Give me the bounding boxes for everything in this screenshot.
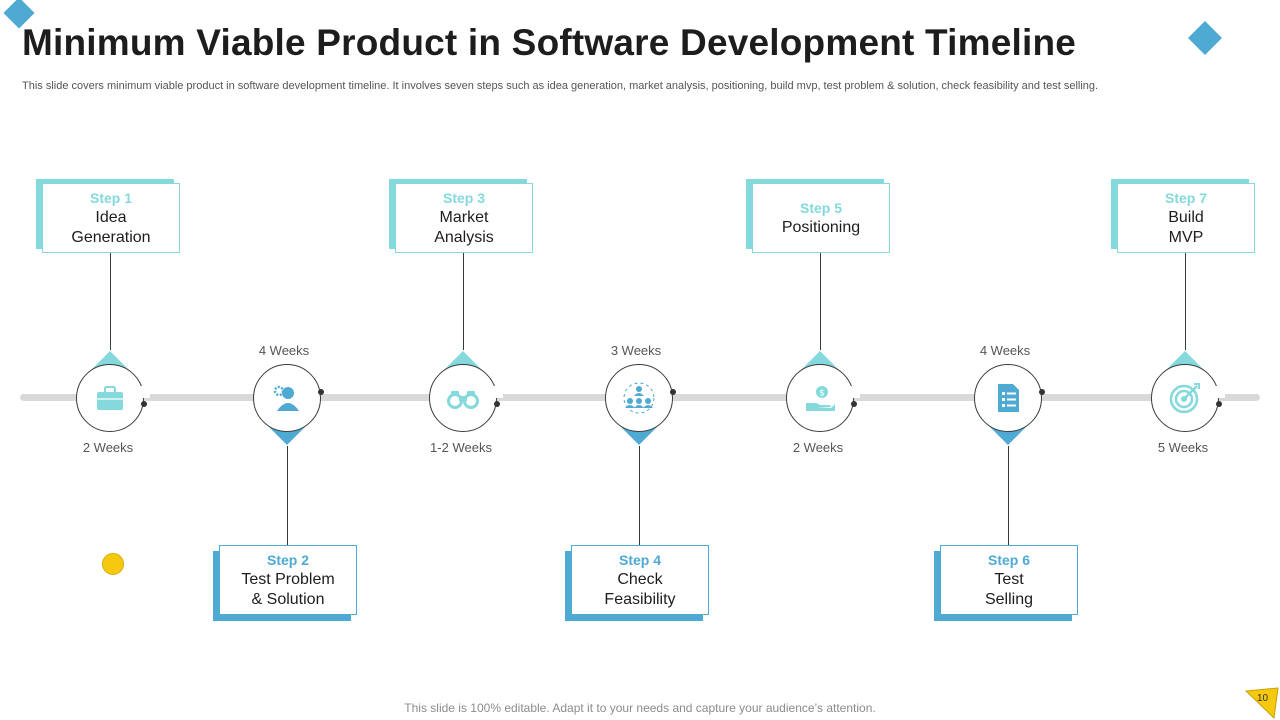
card-face: Step 6 Test Selling (940, 545, 1078, 615)
step-1-connector (110, 252, 111, 350)
page-number: 10 (1257, 693, 1269, 704)
ring-gap (491, 386, 503, 398)
step-6-node (974, 364, 1048, 445)
step-1-label: Step 1 (89, 190, 132, 206)
step-1-duration: 2 Weeks (82, 440, 134, 455)
step-5-label: Step 5 (799, 200, 842, 216)
step-4-name: Check Feasibility (604, 571, 676, 608)
step-7-card: Step 7 Build MVP (1111, 179, 1255, 253)
ring-end-dot (494, 401, 500, 407)
step-6-duration: 4 Weeks (979, 343, 1031, 358)
step-3-name: Market Analysis (434, 209, 494, 246)
target-icon (1168, 381, 1202, 415)
user-gears-icon (270, 381, 304, 415)
step-4-connector (639, 446, 640, 545)
step-2-label: Step 2 (266, 552, 309, 568)
team-network-icon (622, 381, 656, 415)
ring-end-dot (141, 401, 147, 407)
decorative-dot (102, 553, 124, 575)
step-7-name: Build MVP (1168, 209, 1204, 246)
step-1-node (76, 351, 150, 432)
ring-end-dot (318, 389, 324, 395)
step-4-label: Step 4 (618, 552, 661, 568)
step-3-node (429, 351, 503, 432)
step-3-card: Step 3 Market Analysis (389, 179, 533, 253)
step-6-card: Step 6 Test Selling (934, 545, 1078, 621)
card-face: Step 5 Positioning (752, 183, 890, 253)
step-5-name: Positioning (781, 219, 861, 236)
step-7-duration: 5 Weeks (1157, 440, 1209, 455)
card-face: Step 1 Idea Generation (42, 183, 180, 253)
ring-gap (138, 386, 150, 398)
page-number-badge: 10 (1244, 686, 1280, 720)
ring-gap (315, 364, 327, 376)
step-5-ring (786, 364, 854, 432)
step-3-label: Step 3 (442, 190, 485, 206)
slide-subtitle: This slide covers minimum viable product… (22, 80, 1099, 92)
ring-end-dot (851, 401, 857, 407)
step-7-connector (1185, 252, 1186, 350)
step-5-connector (820, 252, 821, 350)
ring-gap (667, 364, 679, 376)
step-2-duration: 4 Weeks (258, 343, 310, 358)
ring-gap (1036, 364, 1048, 376)
ring-end-dot (670, 389, 676, 395)
triangle-badge-icon (1244, 687, 1279, 720)
slide-footer: This slide is 100% editable. Adapt it to… (404, 701, 876, 715)
step-3-duration: 1-2 Weeks (430, 440, 492, 455)
ring-gap (1213, 386, 1225, 398)
step-2-name: Test Problem & Solution (241, 571, 335, 608)
binoculars-icon (446, 381, 480, 415)
card-face: Step 3 Market Analysis (395, 183, 533, 253)
step-1-name: Idea Generation (71, 209, 151, 246)
ring-end-dot (1039, 389, 1045, 395)
step-4-duration: 3 Weeks (610, 343, 662, 358)
step-1-card: Step 1 Idea Generation (36, 179, 180, 253)
card-face: Step 2 Test Problem & Solution (219, 545, 357, 615)
decorative-diamond (1188, 21, 1222, 55)
step-2-card: Step 2 Test Problem & Solution (213, 545, 357, 621)
step-4-card: Step 4 Check Feasibility (565, 545, 709, 621)
card-face: Step 4 Check Feasibility (571, 545, 709, 615)
step-7-node (1151, 351, 1225, 432)
step-3-connector (463, 252, 464, 350)
ring-gap (848, 386, 860, 398)
step-6-name: Test Selling (984, 571, 1034, 608)
ring-end-dot (1216, 401, 1222, 407)
step-2-node (253, 364, 327, 445)
step-6-ring (974, 364, 1042, 432)
step-5-card: Step 5 Positioning (746, 179, 890, 253)
slide-title: Minimum Viable Product in Software Devel… (22, 22, 1077, 63)
step-6-label: Step 6 (987, 552, 1030, 568)
checklist-document-icon (991, 381, 1025, 415)
step-7-label: Step 7 (1164, 190, 1207, 206)
step-5-duration: 2 Weeks (792, 440, 844, 455)
money-hand-icon: $ (803, 381, 837, 415)
step-5-node: $ (786, 351, 860, 432)
step-6-connector (1008, 446, 1009, 545)
briefcase-icon (93, 381, 127, 415)
svg-text:$: $ (819, 389, 825, 399)
card-face: Step 7 Build MVP (1117, 183, 1255, 253)
step-2-connector (287, 446, 288, 545)
step-4-node (605, 364, 679, 445)
